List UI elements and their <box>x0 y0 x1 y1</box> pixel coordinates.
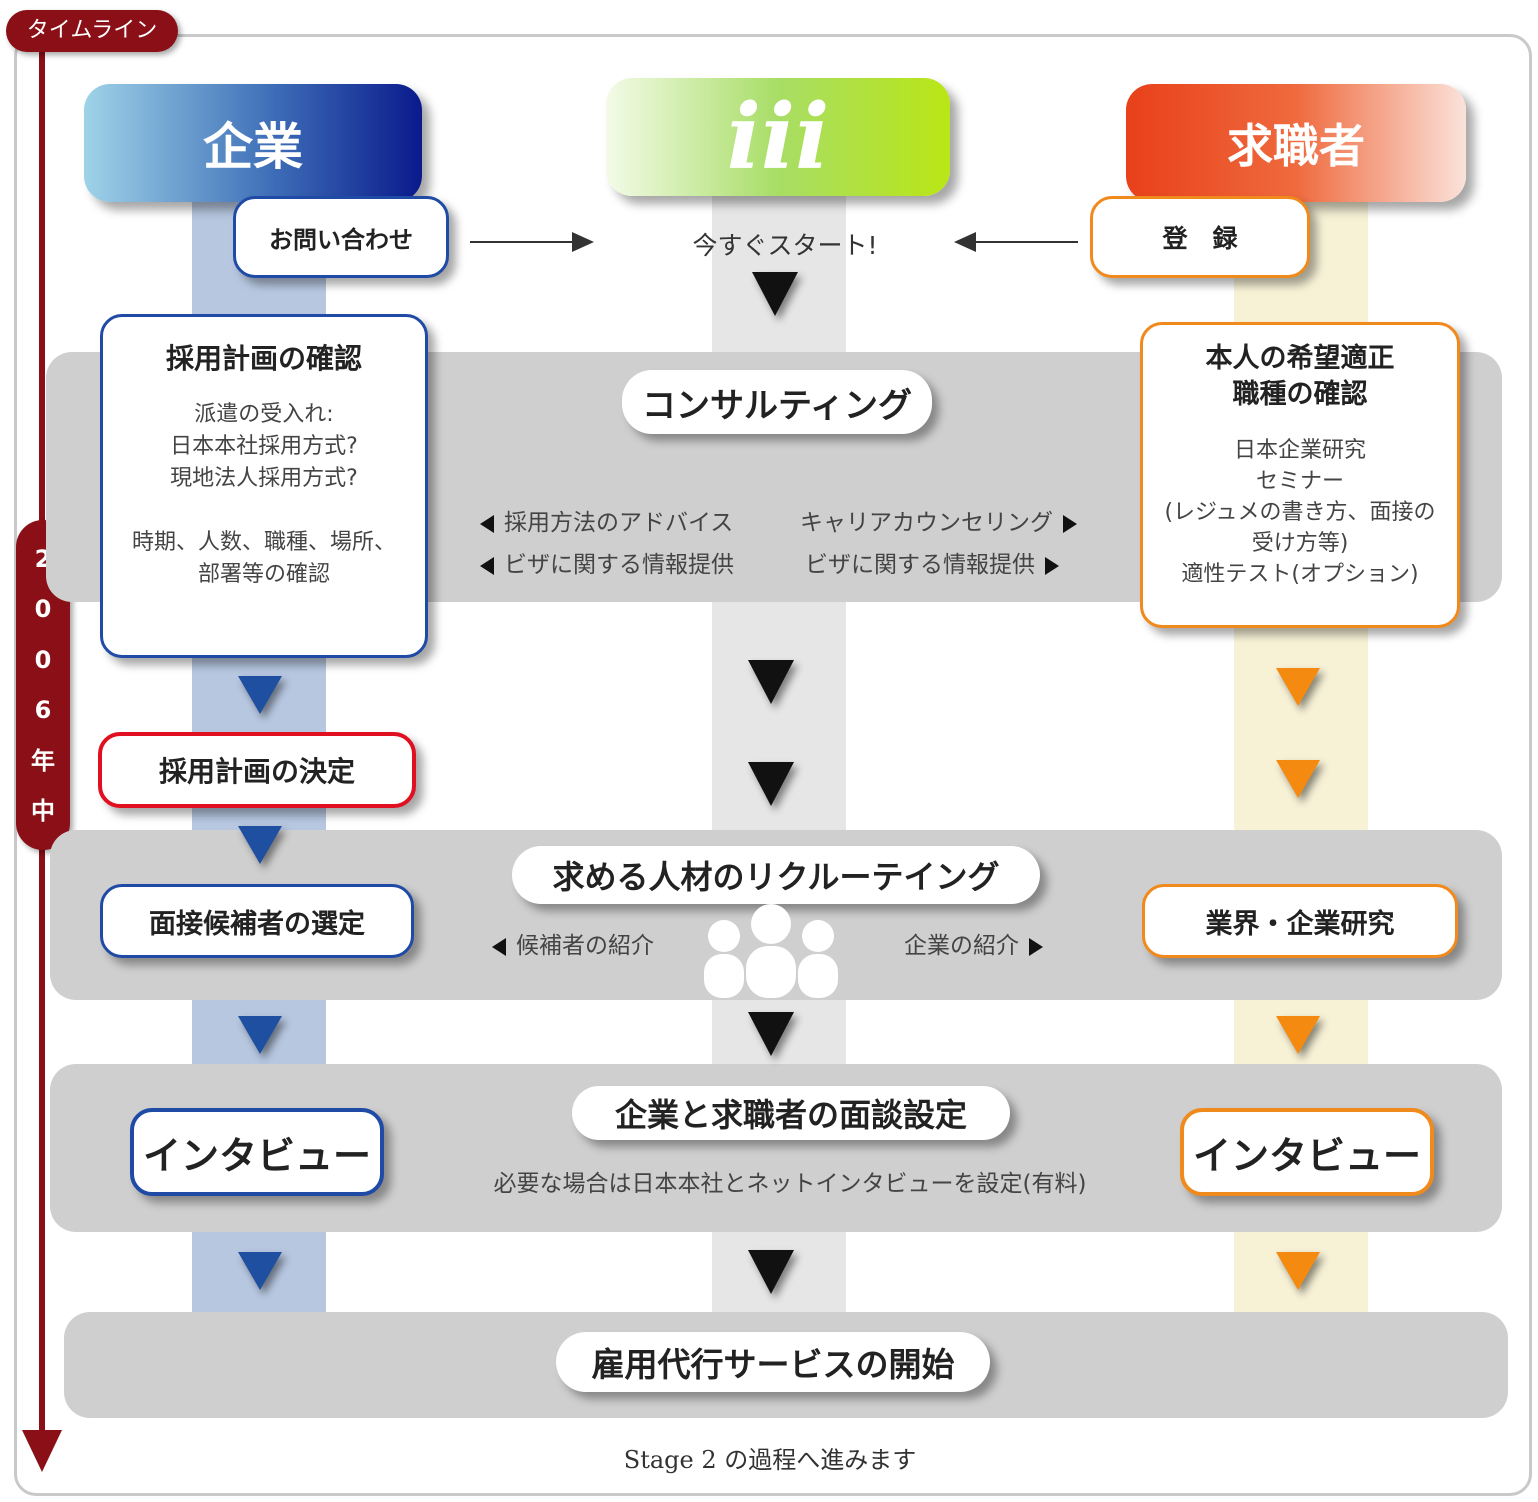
triangle-right-icon <box>1029 937 1043 956</box>
down-arrow-icon <box>238 676 282 714</box>
year-char: 6 <box>34 696 52 725</box>
next-stage-note: Stage 2 の過程へ進みます <box>623 1446 917 1474</box>
consulting-left-item: 採用方法のアドバイス <box>480 503 733 537</box>
preference-check-title: 職種の確認 <box>1232 379 1368 410</box>
year-char: 0 <box>34 645 52 674</box>
down-arrow-icon <box>748 1250 794 1294</box>
diagram-frame <box>14 34 1532 1496</box>
arrow-right-icon <box>470 232 594 252</box>
hiring-plan-check-box: 採用計画の確認 派遣の受入れ: 日本本社採用方式? 現地法人採用方式? 時期、人… <box>100 314 428 658</box>
consulting-title-box: コンサルティング <box>622 370 932 434</box>
industry-research-label: 業界・企業研究 <box>1205 908 1395 940</box>
inquiry-label: お問い合わせ <box>269 225 413 254</box>
iii-header: iii <box>606 78 950 196</box>
service-start-title: 雇用代行サービスの開始 <box>591 1345 955 1384</box>
jobseeker-header: 求職者 <box>1126 84 1466 202</box>
hiring-plan-decision-box: 採用計画の決定 <box>98 732 416 808</box>
recruiting-left-label: 候補者の紹介 <box>516 933 654 959</box>
consulting-title: コンサルティング <box>642 385 912 426</box>
down-arrow-icon <box>238 826 282 864</box>
consulting-right-item: ビザに関する情報提供 <box>805 545 1059 579</box>
triangle-right-icon <box>1063 514 1077 533</box>
year-char: 中 <box>31 797 55 826</box>
recruiting-title: 求める人材のリクルーテイング <box>552 858 1000 896</box>
recruiting-title-box: 求める人材のリクルーテイング <box>512 846 1040 904</box>
year-char: 年 <box>31 746 55 775</box>
timeline-badge: タイムライン <box>6 10 178 52</box>
down-arrow-icon <box>1276 1016 1320 1054</box>
down-arrow-icon <box>1276 1252 1320 1290</box>
preference-check-title: 本人の希望適正 <box>1205 343 1395 374</box>
down-arrow-icon <box>748 762 794 806</box>
hiring-plan-line: 日本本社採用方式? <box>170 434 358 459</box>
hiring-plan-line: 派遣の受入れ: <box>194 402 334 427</box>
year-char: 0 <box>34 595 52 624</box>
company-interview-label: インタビュー <box>142 1133 371 1178</box>
down-arrow-icon <box>752 272 798 316</box>
candidate-selection-label: 面接候補者の選定 <box>149 908 365 940</box>
consulting-left-item-label: ビザに関する情報提供 <box>504 552 734 578</box>
triangle-left-icon <box>480 556 494 575</box>
consulting-left-item-label: 採用方法のアドバイス <box>504 510 734 536</box>
down-arrow-icon <box>238 1016 282 1054</box>
preference-line: 受け方等) <box>1251 531 1349 556</box>
year-badge: 2 0 0 6 年 中 <box>16 520 70 850</box>
recruiting-right-item: 企業の紹介 <box>904 926 1043 960</box>
hiring-plan-line: 部署等の確認 <box>197 562 330 587</box>
interview-setup-title-box: 企業と求職者の面談設定 <box>572 1086 1010 1140</box>
hiring-plan-decision-label: 採用計画の決定 <box>158 755 355 788</box>
service-start-box: 雇用代行サービスの開始 <box>556 1332 990 1392</box>
hiring-plan-check-title: 採用計画の確認 <box>165 342 362 375</box>
down-arrow-icon <box>1276 760 1320 798</box>
preference-check-box: 本人の希望適正 職種の確認 日本企業研究 セミナー (レジュメの書き方、面接の … <box>1140 322 1460 628</box>
down-arrow-icon <box>1276 668 1320 706</box>
consulting-right-item: キャリアカウンセリング <box>800 503 1077 537</box>
company-interview-box: インタビュー <box>130 1108 384 1196</box>
triangle-right-icon <box>1045 556 1059 575</box>
down-arrow-icon <box>748 1012 794 1056</box>
jobseeker-interview-label: インタビュー <box>1192 1133 1421 1178</box>
register-label: 登 録 <box>1162 224 1238 253</box>
timeline-arrowhead <box>22 1430 62 1472</box>
consulting-right-item-label: キャリアカウンセリング <box>800 510 1053 536</box>
hiring-plan-line: 現地法人採用方式? <box>170 466 358 491</box>
start-now-label: 今すぐスタート! <box>692 231 878 260</box>
consulting-right-item-label: ビザに関する情報提供 <box>805 552 1035 578</box>
hiring-plan-line: 時期、人数、職種、場所、 <box>131 530 396 555</box>
people-icon <box>704 904 838 998</box>
down-arrow-icon <box>238 1252 282 1290</box>
register-box: 登 録 <box>1090 196 1310 278</box>
company-header: 企業 <box>84 84 422 202</box>
consulting-left-item: ビザに関する情報提供 <box>480 545 734 579</box>
recruiting-left-item: 候補者の紹介 <box>492 926 654 960</box>
triangle-left-icon <box>480 514 494 533</box>
down-arrow-icon <box>748 660 794 704</box>
candidate-selection-box: 面接候補者の選定 <box>100 884 414 958</box>
arrow-left-icon <box>954 232 1078 252</box>
industry-research-box: 業界・企業研究 <box>1142 884 1458 958</box>
preference-line: (レジュメの書き方、面接の <box>1164 500 1436 525</box>
preference-line: セミナー <box>1255 469 1344 494</box>
preference-line: 日本企業研究 <box>1233 438 1366 463</box>
jobseeker-interview-box: インタビュー <box>1180 1108 1434 1196</box>
inquiry-box: お問い合わせ <box>233 196 449 278</box>
triangle-left-icon <box>492 937 506 956</box>
interview-note: 必要な場合は日本本社とネットインタビューを設定(有料) <box>493 1171 1087 1197</box>
recruiting-right-label: 企業の紹介 <box>904 933 1019 959</box>
preference-line: 適性テスト(オプション) <box>1181 562 1419 587</box>
interview-setup-title: 企業と求職者の面談設定 <box>614 1096 967 1134</box>
